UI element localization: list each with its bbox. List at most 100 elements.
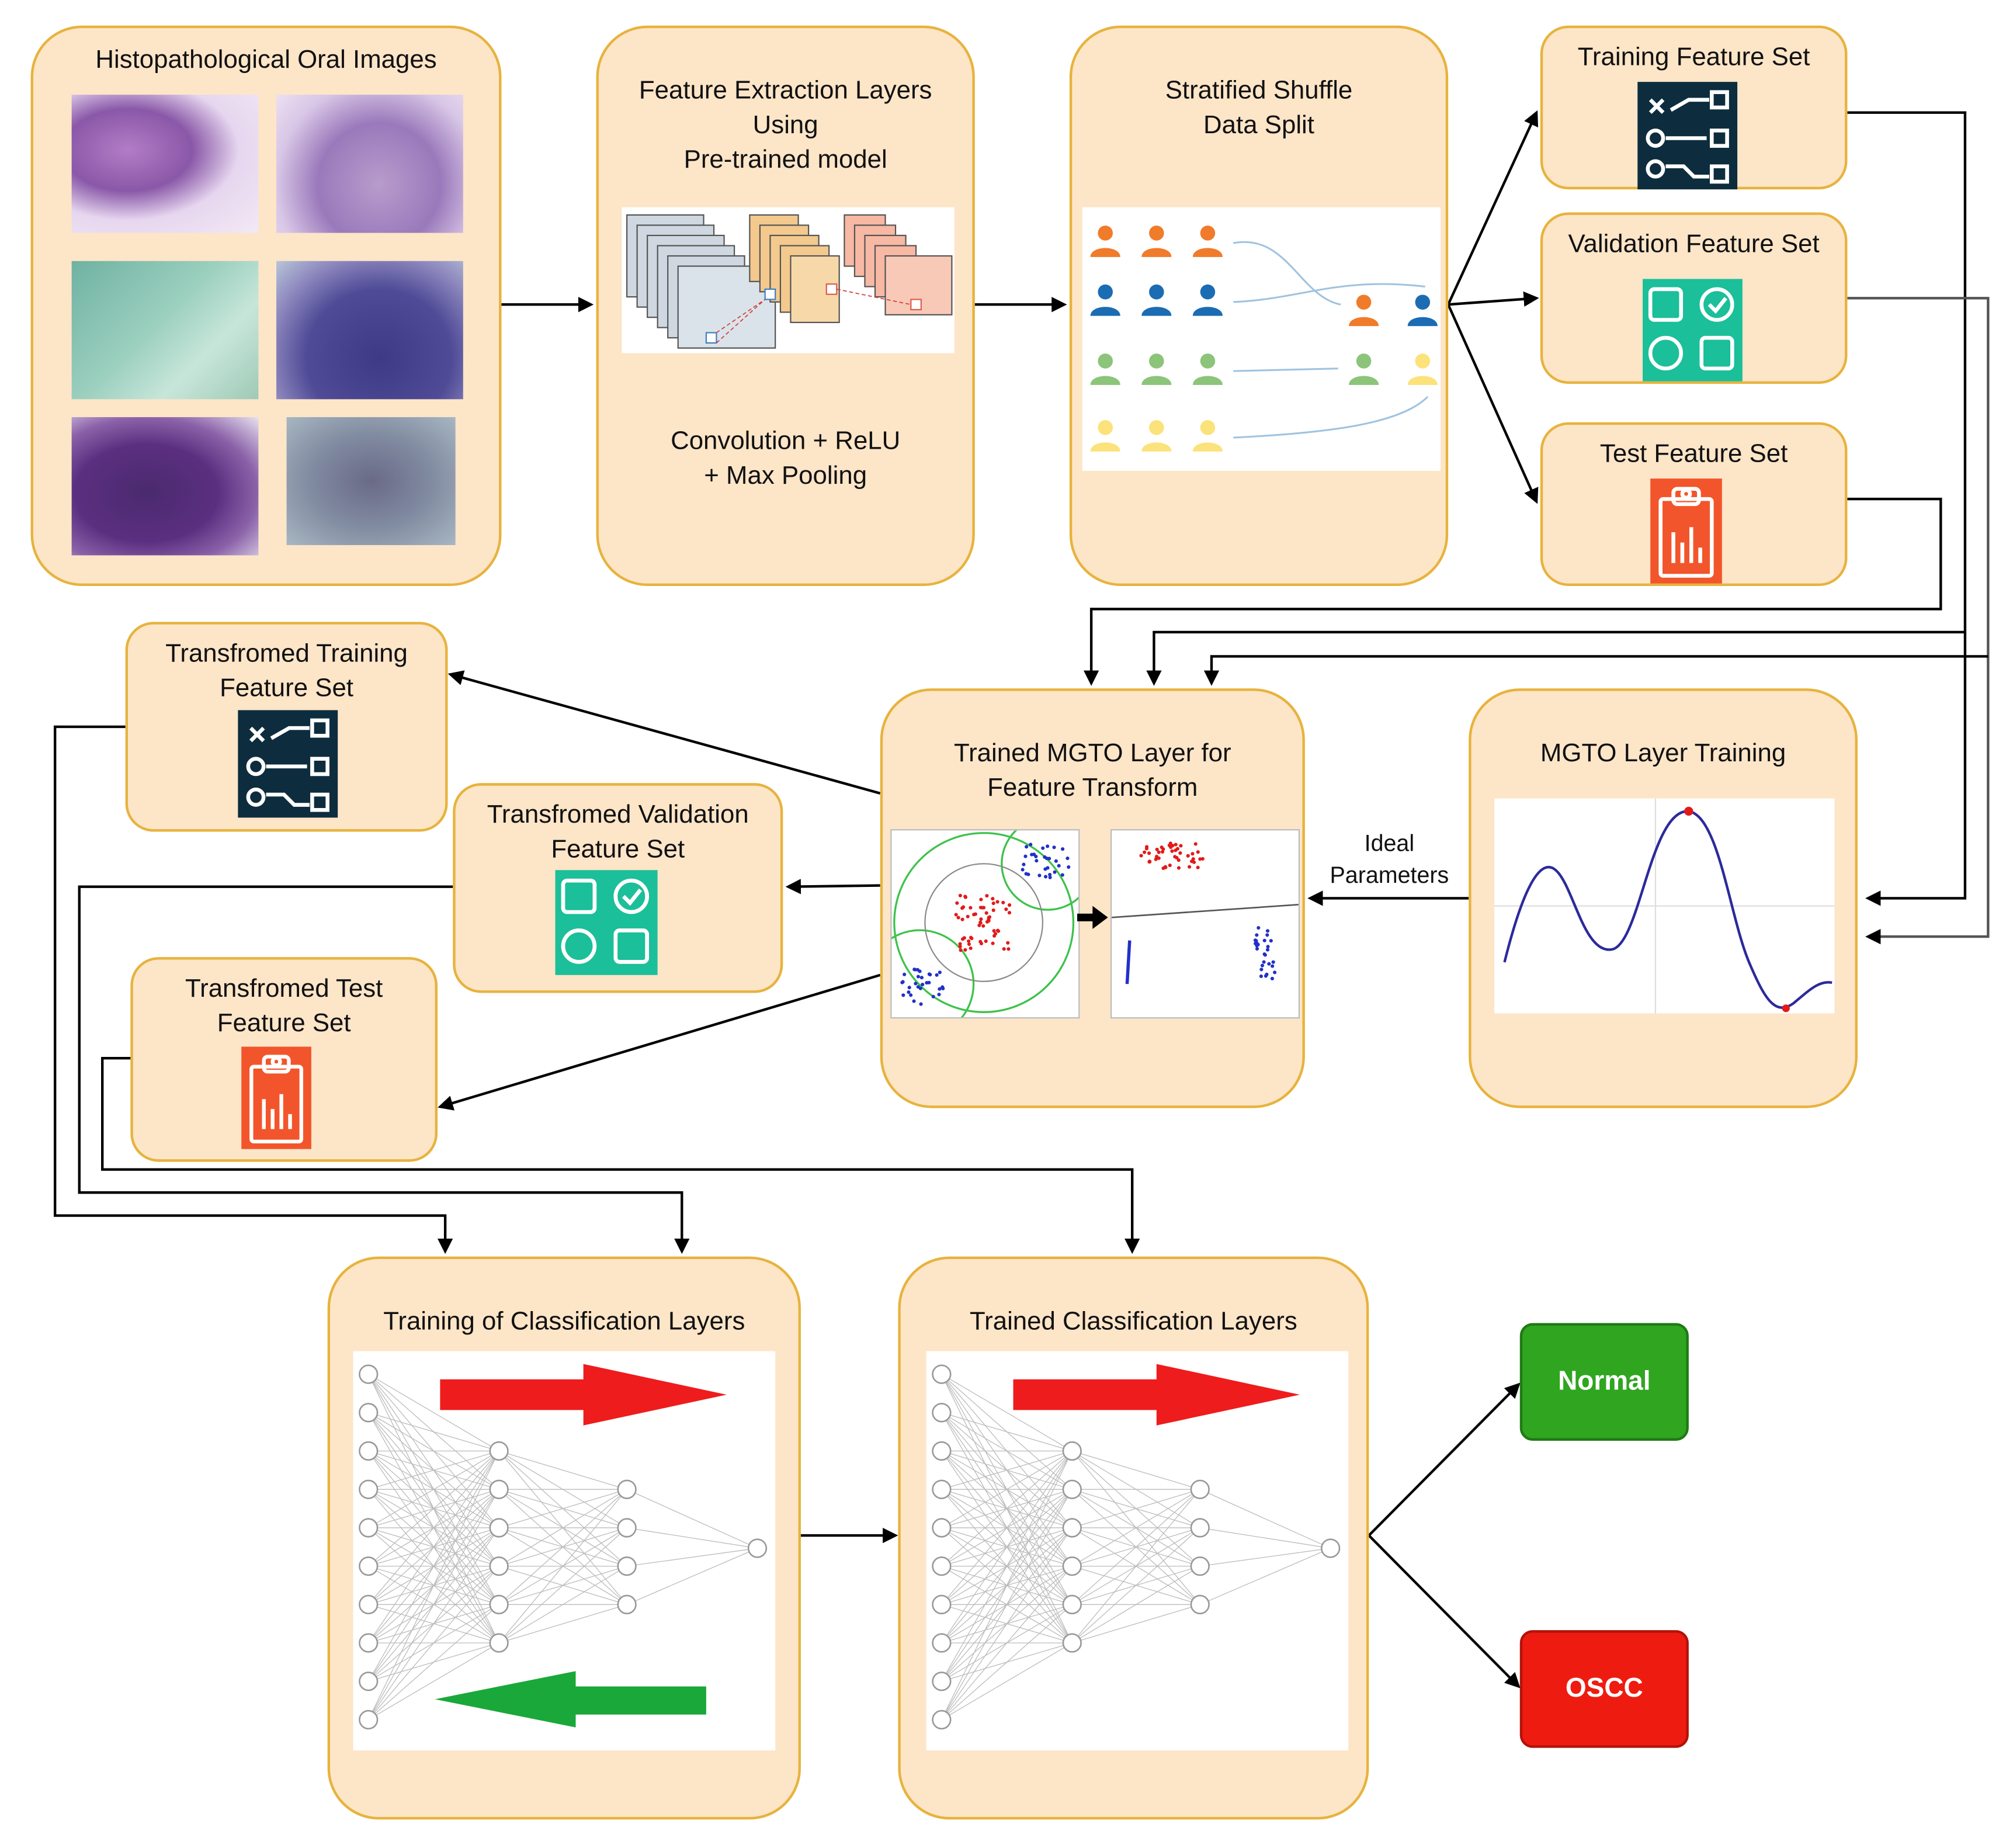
scatter-point [1047,857,1051,861]
scatter-point [1270,976,1274,980]
scatter-point [1143,850,1147,854]
scatter-point [1155,847,1159,851]
checklist-shapes-icon [1643,279,1743,382]
scatter-point [1057,864,1061,868]
scatter-point [979,941,983,945]
scatter-point [1269,939,1273,943]
scatter-point [1023,854,1028,858]
transformed-training-title: Transfromed Training Feature Set [165,640,408,703]
histopathological-images-box: Histopathological Oral Images [30,25,502,587]
nn-node [359,1364,379,1384]
scatter-point [1262,938,1266,942]
scatter-point [1041,846,1045,850]
histology-image-2 [276,95,463,233]
clipboard-report-icon [1650,479,1722,584]
nn-node [1062,1633,1082,1653]
scatter-point [1271,960,1275,964]
images-box-title: Histopathological Oral Images [95,46,437,75]
nn-node [489,1518,509,1538]
scatter-point [978,920,983,924]
scatter-point [1254,939,1258,943]
connector-validation-set-to-mgto-training [1847,297,1990,945]
scatter-point [1060,873,1064,877]
scatter-point [1007,947,1011,951]
scatter-point [963,894,967,899]
nn-node [1190,1518,1210,1538]
scatter-point [921,983,925,987]
connector-validation-set-to-mgto [1203,655,1988,686]
scatter-point [958,945,962,949]
nn-node [489,1441,509,1461]
nn-node [359,1441,379,1461]
scatter-point [1147,851,1151,855]
scatter-point [928,973,932,977]
nn-node [932,1672,952,1691]
scatter-point [1147,859,1152,864]
scatter-point [1006,941,1010,945]
scatter-point [969,946,973,951]
scatter-point [935,973,939,977]
scatter-point [912,999,916,1003]
nn-node [617,1518,637,1538]
scatter-point [1198,857,1202,861]
classification-training-title: Training of Classification Layers [383,1308,745,1336]
forward-arrow [1013,1364,1300,1426]
classification-training-box: Training of Classification Layers [327,1256,801,1820]
scatter-point [1144,845,1149,849]
scatter-point [985,894,989,898]
nn-node [1062,1594,1082,1614]
scatter-point [987,918,991,923]
mgto-layer-training-box: MGTO Layer Training [1469,688,1858,1108]
workflow-icon [238,709,338,819]
scatter-point [1273,970,1277,975]
scatter-point [967,942,971,946]
scatter-point [1262,960,1266,964]
nn-node [359,1633,379,1653]
nn-node [489,1556,509,1576]
nn-node [932,1633,952,1653]
mgto-clustering-right-plot [1110,829,1300,1019]
scatter-point [1170,849,1174,853]
scatter-point [992,929,996,933]
scatter-point [1002,947,1006,951]
scatter-point [981,924,985,928]
nn-node [1062,1441,1082,1461]
scatter-point [969,935,973,939]
scatter-point [1176,858,1181,862]
arrow-split-to-validation-set [1448,291,1539,307]
scatter-point [959,948,963,952]
nn-node [617,1556,637,1576]
backward-arrow [435,1671,706,1728]
scatter-point [991,908,995,912]
scatter-point [918,986,922,990]
transformed-validation-set-box: Transfromed Validation Feature Set [453,783,783,993]
nn-node [932,1556,952,1576]
transform-arrow-icon [1077,906,1108,929]
forward-arrow [440,1364,727,1426]
ideal-parameters-label: Ideal Parameters [1330,830,1449,888]
scatter-point [1171,844,1175,848]
transformed-test-set-box: Transfromed Test Feature Set [130,957,438,1162]
training-feature-set-title: Training Feature Set [1577,43,1810,72]
convolution-relu-maxpool-note: Convolution + ReLU + Max Pooling [671,427,901,490]
nn-node [617,1479,637,1499]
scatter-point [919,976,924,980]
scatter-point [1191,857,1195,861]
training-feature-set-box: Training Feature Set [1540,25,1848,190]
scatter-point [991,902,995,906]
scatter-point [1255,942,1259,946]
histology-image-3 [71,261,259,400]
nn-node [359,1710,379,1730]
nn-node [932,1441,952,1461]
scatter-point [1259,968,1264,972]
scatter-point [963,948,967,952]
scatter-point [931,994,935,998]
scatter-point [937,993,941,997]
scatter-point [966,914,970,918]
scatter-point [995,900,999,904]
scatter-point [1035,859,1039,863]
scatter-point [1196,865,1200,869]
scatter-point [907,990,911,994]
scatter-point [1066,857,1070,861]
